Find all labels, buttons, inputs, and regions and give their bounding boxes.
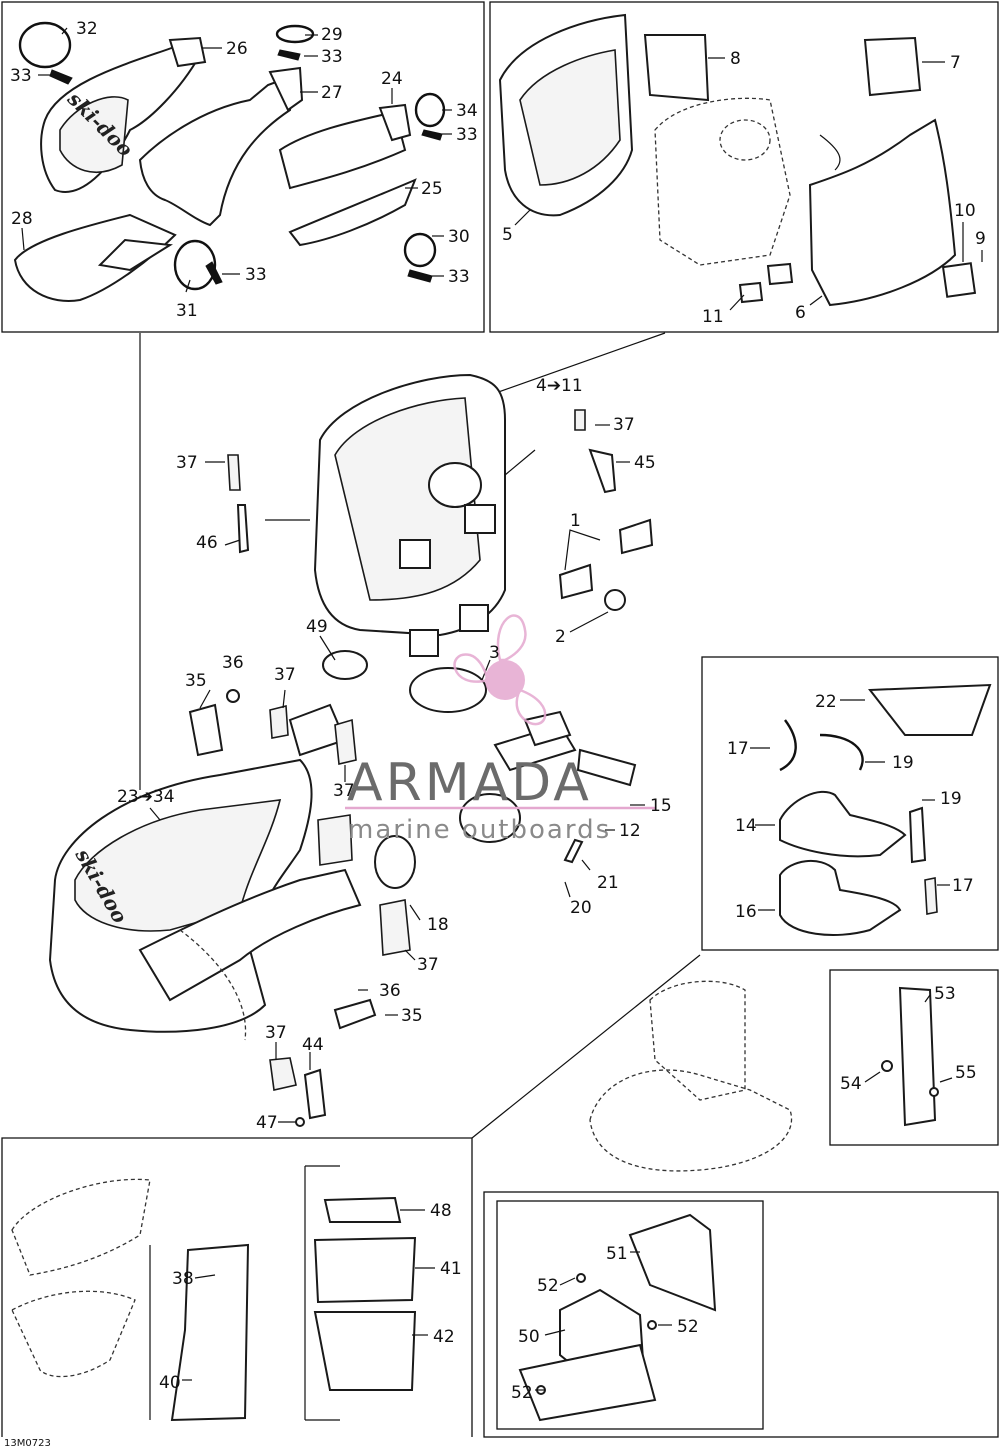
- part-label-7: 7: [950, 53, 961, 73]
- part-label-50: 50: [518, 1327, 540, 1347]
- part-label-52: 52: [537, 1276, 559, 1296]
- part-label-24: 24: [381, 69, 403, 89]
- leader-lines: [21, 27, 983, 1391]
- part-label-37: 37: [333, 781, 355, 801]
- part-label-52: 52: [677, 1317, 699, 1337]
- part-label-31: 31: [176, 301, 198, 321]
- part-label-33: 33: [456, 125, 478, 145]
- panel-top-left: [1, 1, 485, 333]
- panel-right-small: [829, 969, 999, 1146]
- part-label-33: 33: [448, 267, 470, 287]
- panel-right-mid: [701, 656, 999, 951]
- part-label-38: 38: [172, 1269, 194, 1289]
- part-label-33: 33: [321, 47, 343, 67]
- part-label-12: 12: [619, 821, 641, 841]
- panel-top-right: [489, 1, 999, 333]
- muffler-shell-group: ski-doo: [13, 21, 446, 302]
- part-label-14: 14: [735, 816, 757, 836]
- part-label-29: 29: [321, 25, 343, 45]
- part-labels: 32 33 26 29 33 27 24 34 33 25 28 30 33 3…: [4, 19, 986, 1449]
- part-label-42: 42: [433, 1327, 455, 1347]
- part-label-1: 1: [570, 511, 581, 531]
- part-label-11: 11: [702, 307, 724, 327]
- part-label-45: 45: [634, 453, 656, 473]
- part-label-37: 37: [274, 665, 296, 685]
- panel-bottom-left: [1, 1137, 473, 1437]
- part-label-22: 22: [815, 692, 837, 712]
- part-label-26: 26: [226, 39, 248, 59]
- watermark-main: ARMADA: [347, 753, 592, 813]
- part-label-37: 37: [417, 955, 439, 975]
- watermark: ARMADA marine outboards: [345, 614, 655, 845]
- watermark-sub: marine outboards: [348, 815, 611, 845]
- part-label-37: 37: [613, 415, 635, 435]
- part-label-18: 18: [427, 915, 449, 935]
- part-label-28: 28: [11, 209, 33, 229]
- heat-shield-group: [498, 13, 977, 307]
- part-label-3: 3: [489, 643, 500, 663]
- part-label-20: 20: [570, 898, 592, 918]
- part-label-5: 5: [502, 225, 513, 245]
- installed-view-group: [589, 980, 939, 1172]
- part-label-16: 16: [735, 902, 757, 922]
- part-label-15: 15: [650, 796, 672, 816]
- part-label-55: 55: [955, 1063, 977, 1083]
- propeller-logo: [453, 614, 547, 726]
- part-label-8: 8: [730, 49, 741, 69]
- part-label-51: 51: [606, 1244, 628, 1264]
- part-label-48: 48: [430, 1201, 452, 1221]
- part-label-4-to-11: 4➔11: [536, 376, 583, 396]
- part-label-41: 41: [440, 1259, 462, 1279]
- part-label-19: 19: [940, 789, 962, 809]
- part-label-40: 40: [159, 1373, 181, 1393]
- panel-bottom-right: [483, 1191, 999, 1438]
- part-label-53: 53: [934, 984, 956, 1004]
- part-label-19: 19: [892, 753, 914, 773]
- part-label-27: 27: [321, 83, 343, 103]
- part-label-17: 17: [727, 739, 749, 759]
- part-label-54: 54: [840, 1074, 862, 1094]
- part-label-36: 36: [222, 653, 244, 673]
- part-label-52: 52: [511, 1383, 533, 1403]
- part-label-49: 49: [306, 617, 328, 637]
- part-label-17: 17: [952, 876, 974, 896]
- part-label-37: 37: [176, 453, 198, 473]
- side-shield-group: [779, 683, 992, 936]
- part-label-21: 21: [597, 873, 619, 893]
- part-label-10: 10: [954, 201, 976, 221]
- part-label-47: 47: [256, 1113, 278, 1133]
- part-label-23-to-34: 23➔34: [117, 787, 175, 807]
- part-label-35: 35: [401, 1006, 423, 1026]
- part-label-35: 35: [185, 671, 207, 691]
- part-label-34: 34: [456, 101, 478, 121]
- part-label-2: 2: [555, 627, 566, 647]
- part-label-30: 30: [448, 227, 470, 247]
- part-label-33: 33: [10, 66, 32, 86]
- part-label-33: 33: [245, 265, 267, 285]
- part-label-9: 9: [975, 229, 986, 249]
- figure-code: 13M0723: [4, 1438, 51, 1449]
- part-label-32: 32: [76, 19, 98, 39]
- part-label-44: 44: [302, 1035, 324, 1055]
- part-label-36: 36: [379, 981, 401, 1001]
- part-label-6: 6: [795, 303, 806, 323]
- part-label-25: 25: [421, 179, 443, 199]
- part-label-37: 37: [265, 1023, 287, 1043]
- panel-bottom-right-inner: [496, 1200, 764, 1430]
- part-label-46: 46: [196, 533, 218, 553]
- insulation-pads-group: [11, 1165, 417, 1422]
- bracket-group: [518, 1213, 717, 1422]
- silencer-assembly: ski-doo: [48, 373, 654, 1127]
